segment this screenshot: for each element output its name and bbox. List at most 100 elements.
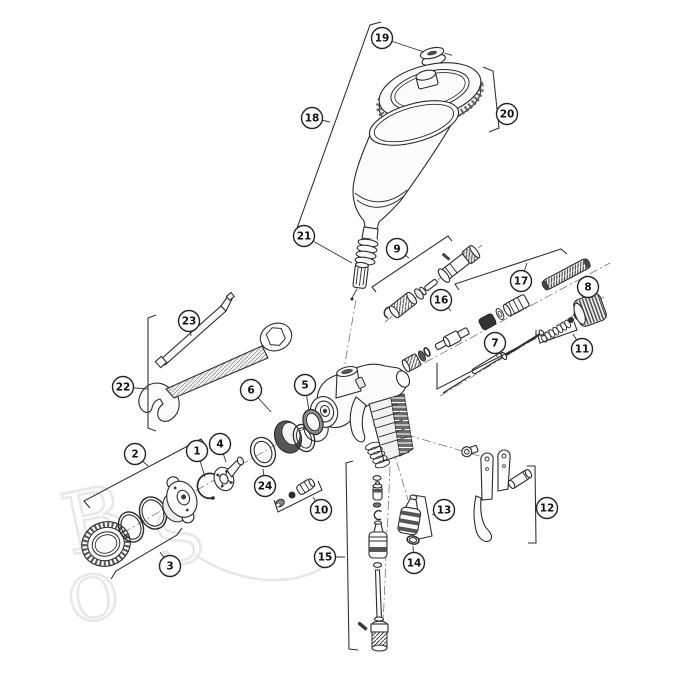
callout-24: 24 — [253, 468, 277, 498]
cup-stem — [350, 226, 379, 301]
wrench-ring-end — [259, 322, 293, 352]
callout-11: 11 — [570, 333, 594, 361]
callout-number-4: 4 — [216, 439, 223, 451]
callout-10: 10 — [309, 496, 333, 522]
wrench — [138, 322, 293, 422]
fan-knob — [397, 494, 422, 545]
bracket-12 — [527, 465, 537, 544]
callout-23: 23 — [177, 309, 201, 337]
callout-6: 6 — [239, 378, 272, 413]
air-inlet-connector — [370, 620, 389, 652]
callout-number-18: 18 — [305, 113, 320, 125]
callout-16: 16 — [429, 288, 453, 312]
callout-circle-13 — [432, 498, 456, 522]
bracket-13 — [412, 494, 433, 540]
inlet-screen-set — [275, 478, 316, 508]
callout-number-16: 16 — [434, 295, 449, 307]
callout-circle-16 — [429, 288, 453, 312]
callout-20: 20 — [495, 102, 519, 126]
callout-18: 18 — [300, 106, 331, 130]
fluid-valve-column — [357, 475, 389, 652]
callout-13: 13 — [431, 498, 456, 522]
valve-cap — [388, 291, 418, 319]
needle-packing-set — [401, 258, 591, 373]
callout-number-19: 19 — [375, 33, 390, 45]
callout-19: 19 — [370, 26, 425, 53]
callout-number-22: 22 — [116, 382, 131, 394]
bracket-22 — [147, 314, 157, 432]
fluid-nozzle — [213, 456, 244, 492]
bracket-11 — [537, 321, 578, 344]
gun-trigger-front — [349, 396, 367, 443]
callout-circle-12 — [535, 496, 559, 520]
callout-circle-22 — [111, 375, 135, 399]
callout-circle-18 — [300, 106, 324, 130]
callout-5: 5 — [293, 373, 317, 412]
cup-filter — [352, 261, 369, 289]
nozzle-gasket — [249, 436, 277, 468]
callout-number-6: 6 — [247, 385, 254, 397]
bracket-10 — [273, 480, 323, 513]
callout-circle-15 — [313, 545, 337, 569]
callout-circle-8 — [576, 275, 600, 299]
callout-circle-19 — [370, 26, 394, 50]
lid-center-hub — [415, 69, 439, 90]
trigger-assembly — [461, 444, 533, 542]
callout-number-5: 5 — [301, 380, 308, 392]
callout-3: 3 — [158, 551, 182, 578]
air-valve-set — [383, 244, 481, 319]
callout-number-7: 7 — [491, 338, 498, 350]
callout-number-12: 12 — [540, 503, 555, 515]
callout-8: 8 — [576, 275, 600, 299]
hex-key — [154, 291, 236, 369]
trigger-pin — [507, 468, 533, 490]
cup — [352, 100, 460, 230]
air-cap-set — [81, 436, 277, 567]
callout-7: 7 — [483, 331, 507, 358]
callout-number-20: 20 — [500, 109, 515, 121]
callout-2: 2 — [123, 442, 149, 467]
trigger-spring — [364, 441, 391, 469]
callout-circle-14 — [402, 551, 426, 575]
air-valve-body — [437, 244, 481, 283]
callout-9: 9 — [385, 237, 410, 261]
callout-circle-24 — [253, 474, 277, 498]
callout-circle-1 — [185, 439, 209, 463]
callout-circle-17 — [509, 269, 533, 293]
callout-number-14: 14 — [407, 558, 422, 570]
callout-number-9: 9 — [393, 244, 400, 256]
callout-14: 14 — [402, 545, 426, 575]
callout-circle-2 — [123, 442, 147, 466]
bracket-20 — [482, 66, 500, 133]
callout-number-1: 1 — [193, 446, 200, 458]
callout-circle-6 — [239, 378, 263, 402]
callout-circle-20 — [495, 102, 519, 126]
callout-number-2: 2 — [131, 449, 138, 461]
bracket-17 — [454, 248, 568, 291]
callout-circle-4 — [208, 432, 232, 456]
callout-number-23: 23 — [182, 316, 197, 328]
callout-17: 17 — [509, 262, 533, 293]
callout-number-17: 17 — [514, 276, 529, 288]
callout-circle-9 — [385, 237, 409, 261]
callout-circle-7 — [483, 331, 507, 355]
o-ring — [117, 511, 145, 543]
callout-number-10: 10 — [314, 505, 329, 517]
watermark-letter: O — [62, 558, 125, 639]
callout-22: 22 — [111, 375, 149, 399]
seal-ring — [302, 408, 324, 436]
callout-15: 15 — [313, 545, 345, 569]
callout-number-8: 8 — [584, 282, 591, 294]
callout-circle-23 — [177, 309, 201, 333]
bracket-15 — [345, 460, 359, 651]
callout-circle-5 — [293, 373, 317, 397]
callout-1: 1 — [185, 439, 209, 478]
needle-spring-long — [541, 258, 591, 291]
baffle-and-seals — [273, 408, 324, 454]
air-piston — [434, 327, 470, 350]
callout-number-13: 13 — [437, 505, 452, 517]
callout-12: 12 — [535, 496, 559, 520]
